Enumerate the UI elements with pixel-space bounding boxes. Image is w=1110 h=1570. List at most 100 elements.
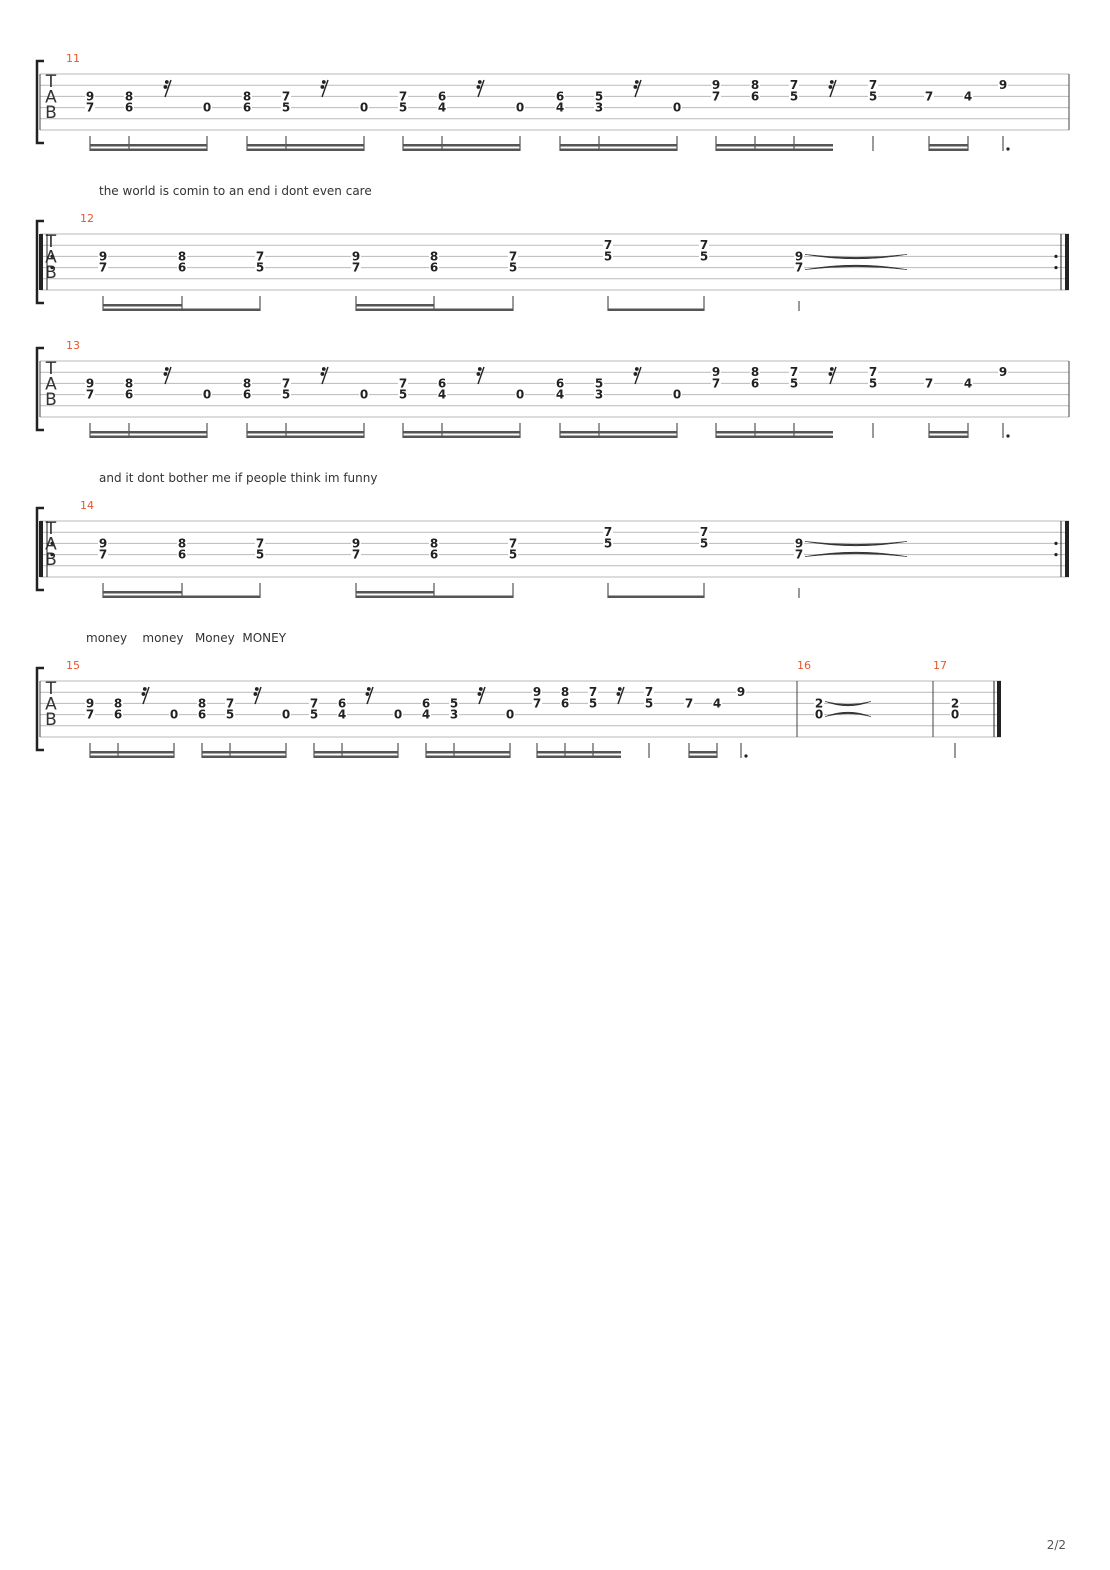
fret-number: 7 xyxy=(700,525,708,539)
fret-bg xyxy=(398,388,408,401)
fret-number: 5 xyxy=(256,261,264,275)
beam-primary xyxy=(247,148,364,151)
fret-number: 8 xyxy=(243,89,251,103)
beam-primary xyxy=(608,595,704,598)
fret-number: 7 xyxy=(712,89,720,103)
fret-number: 9 xyxy=(86,696,94,710)
beam-secondary xyxy=(90,431,207,434)
fret-number: 4 xyxy=(438,101,446,115)
fret-bg xyxy=(789,377,799,390)
fret-bg xyxy=(560,686,570,699)
fret-number: 7 xyxy=(925,89,933,103)
final-thick-bar xyxy=(997,681,1001,737)
fret-bg xyxy=(85,708,95,721)
fret-number: 6 xyxy=(556,89,564,103)
fret-bg xyxy=(699,250,709,263)
fret-number: 8 xyxy=(751,365,759,379)
fret-bg xyxy=(202,101,212,114)
fret-number: 7 xyxy=(509,536,517,550)
fret-bg xyxy=(281,388,291,401)
sixteenth-rest xyxy=(365,686,374,705)
page-number: 2/2 xyxy=(1046,1538,1066,1552)
beam-secondary xyxy=(90,144,207,147)
fret-bg xyxy=(197,697,207,710)
tab-clef-letter: B xyxy=(45,390,57,410)
fret-number: 9 xyxy=(99,536,107,550)
fret-bg xyxy=(281,101,291,114)
fret-bg xyxy=(177,537,187,550)
fret-number: 5 xyxy=(700,249,708,263)
system-bracket xyxy=(35,219,44,305)
fret-number: 9 xyxy=(999,365,1007,379)
fret-bg xyxy=(398,377,408,390)
fret-number: 6 xyxy=(198,708,206,722)
fret-number: 7 xyxy=(86,101,94,115)
fret-bg xyxy=(789,366,799,379)
fret-bg xyxy=(393,708,403,721)
fret-number: 0 xyxy=(506,708,514,722)
sixteenth-rest xyxy=(320,79,329,98)
tie-arc xyxy=(824,701,872,707)
beam-primary xyxy=(356,308,513,311)
fret-number: 8 xyxy=(243,376,251,390)
fret-number: 5 xyxy=(509,548,517,562)
fret-number: 6 xyxy=(125,388,133,402)
fret-bg xyxy=(515,388,525,401)
fret-bg xyxy=(98,537,108,550)
tie-arc xyxy=(804,264,908,270)
beam-secondary xyxy=(689,751,717,754)
fret-number: 8 xyxy=(561,685,569,699)
fret-number: 0 xyxy=(673,101,681,115)
measure-number: 15 xyxy=(66,659,80,672)
beam-primary xyxy=(90,148,207,151)
repeat-dot xyxy=(1054,254,1058,258)
fret-number: 5 xyxy=(282,101,290,115)
tab-clef-letter: A xyxy=(45,88,57,108)
fret-number: 9 xyxy=(712,78,720,92)
fret-number: 4 xyxy=(713,696,721,710)
fret-bg xyxy=(98,548,108,561)
fret-number: 6 xyxy=(125,101,133,115)
fret-bg xyxy=(124,377,134,390)
beam-secondary xyxy=(103,591,182,594)
fret-number: 7 xyxy=(645,685,653,699)
fret-bg xyxy=(814,697,824,710)
fret-number: 0 xyxy=(282,708,290,722)
fret-bg xyxy=(281,90,291,103)
fret-bg xyxy=(560,697,570,710)
beam-secondary xyxy=(560,144,677,147)
fret-bg xyxy=(794,548,804,561)
fret-number: 9 xyxy=(86,376,94,390)
fret-number: 0 xyxy=(360,101,368,115)
fret-bg xyxy=(711,90,721,103)
fret-number: 7 xyxy=(604,238,612,252)
fret-bg xyxy=(750,79,760,92)
tab-clef-letter: A xyxy=(45,695,57,715)
fret-number: 8 xyxy=(178,536,186,550)
beam-primary xyxy=(314,755,398,758)
tab-clef-letter: A xyxy=(45,375,57,395)
fret-bg xyxy=(202,388,212,401)
beam-secondary xyxy=(202,751,286,754)
lyric-line: the world is comin to an end i dont even… xyxy=(99,184,372,198)
fret-bg xyxy=(242,377,252,390)
fret-bg xyxy=(177,250,187,263)
fret-bg xyxy=(429,548,439,561)
fret-number: 5 xyxy=(399,101,407,115)
tab-clef-letter: T xyxy=(45,72,57,92)
beam-primary xyxy=(929,148,968,151)
lyric-line: money money Money MONEY xyxy=(86,631,287,645)
system-bracket xyxy=(35,346,44,432)
tab-clef-letter: B xyxy=(45,710,57,730)
fret-number: 7 xyxy=(399,89,407,103)
fret-bg xyxy=(712,697,722,710)
fret-number: 8 xyxy=(125,376,133,390)
beam-secondary xyxy=(560,431,677,434)
fret-bg xyxy=(309,697,319,710)
beam-primary xyxy=(202,755,286,758)
tab-clef-letter: T xyxy=(45,519,57,539)
fret-bg xyxy=(421,697,431,710)
fret-bg xyxy=(868,90,878,103)
fret-number: 7 xyxy=(700,238,708,252)
fret-bg xyxy=(711,366,721,379)
